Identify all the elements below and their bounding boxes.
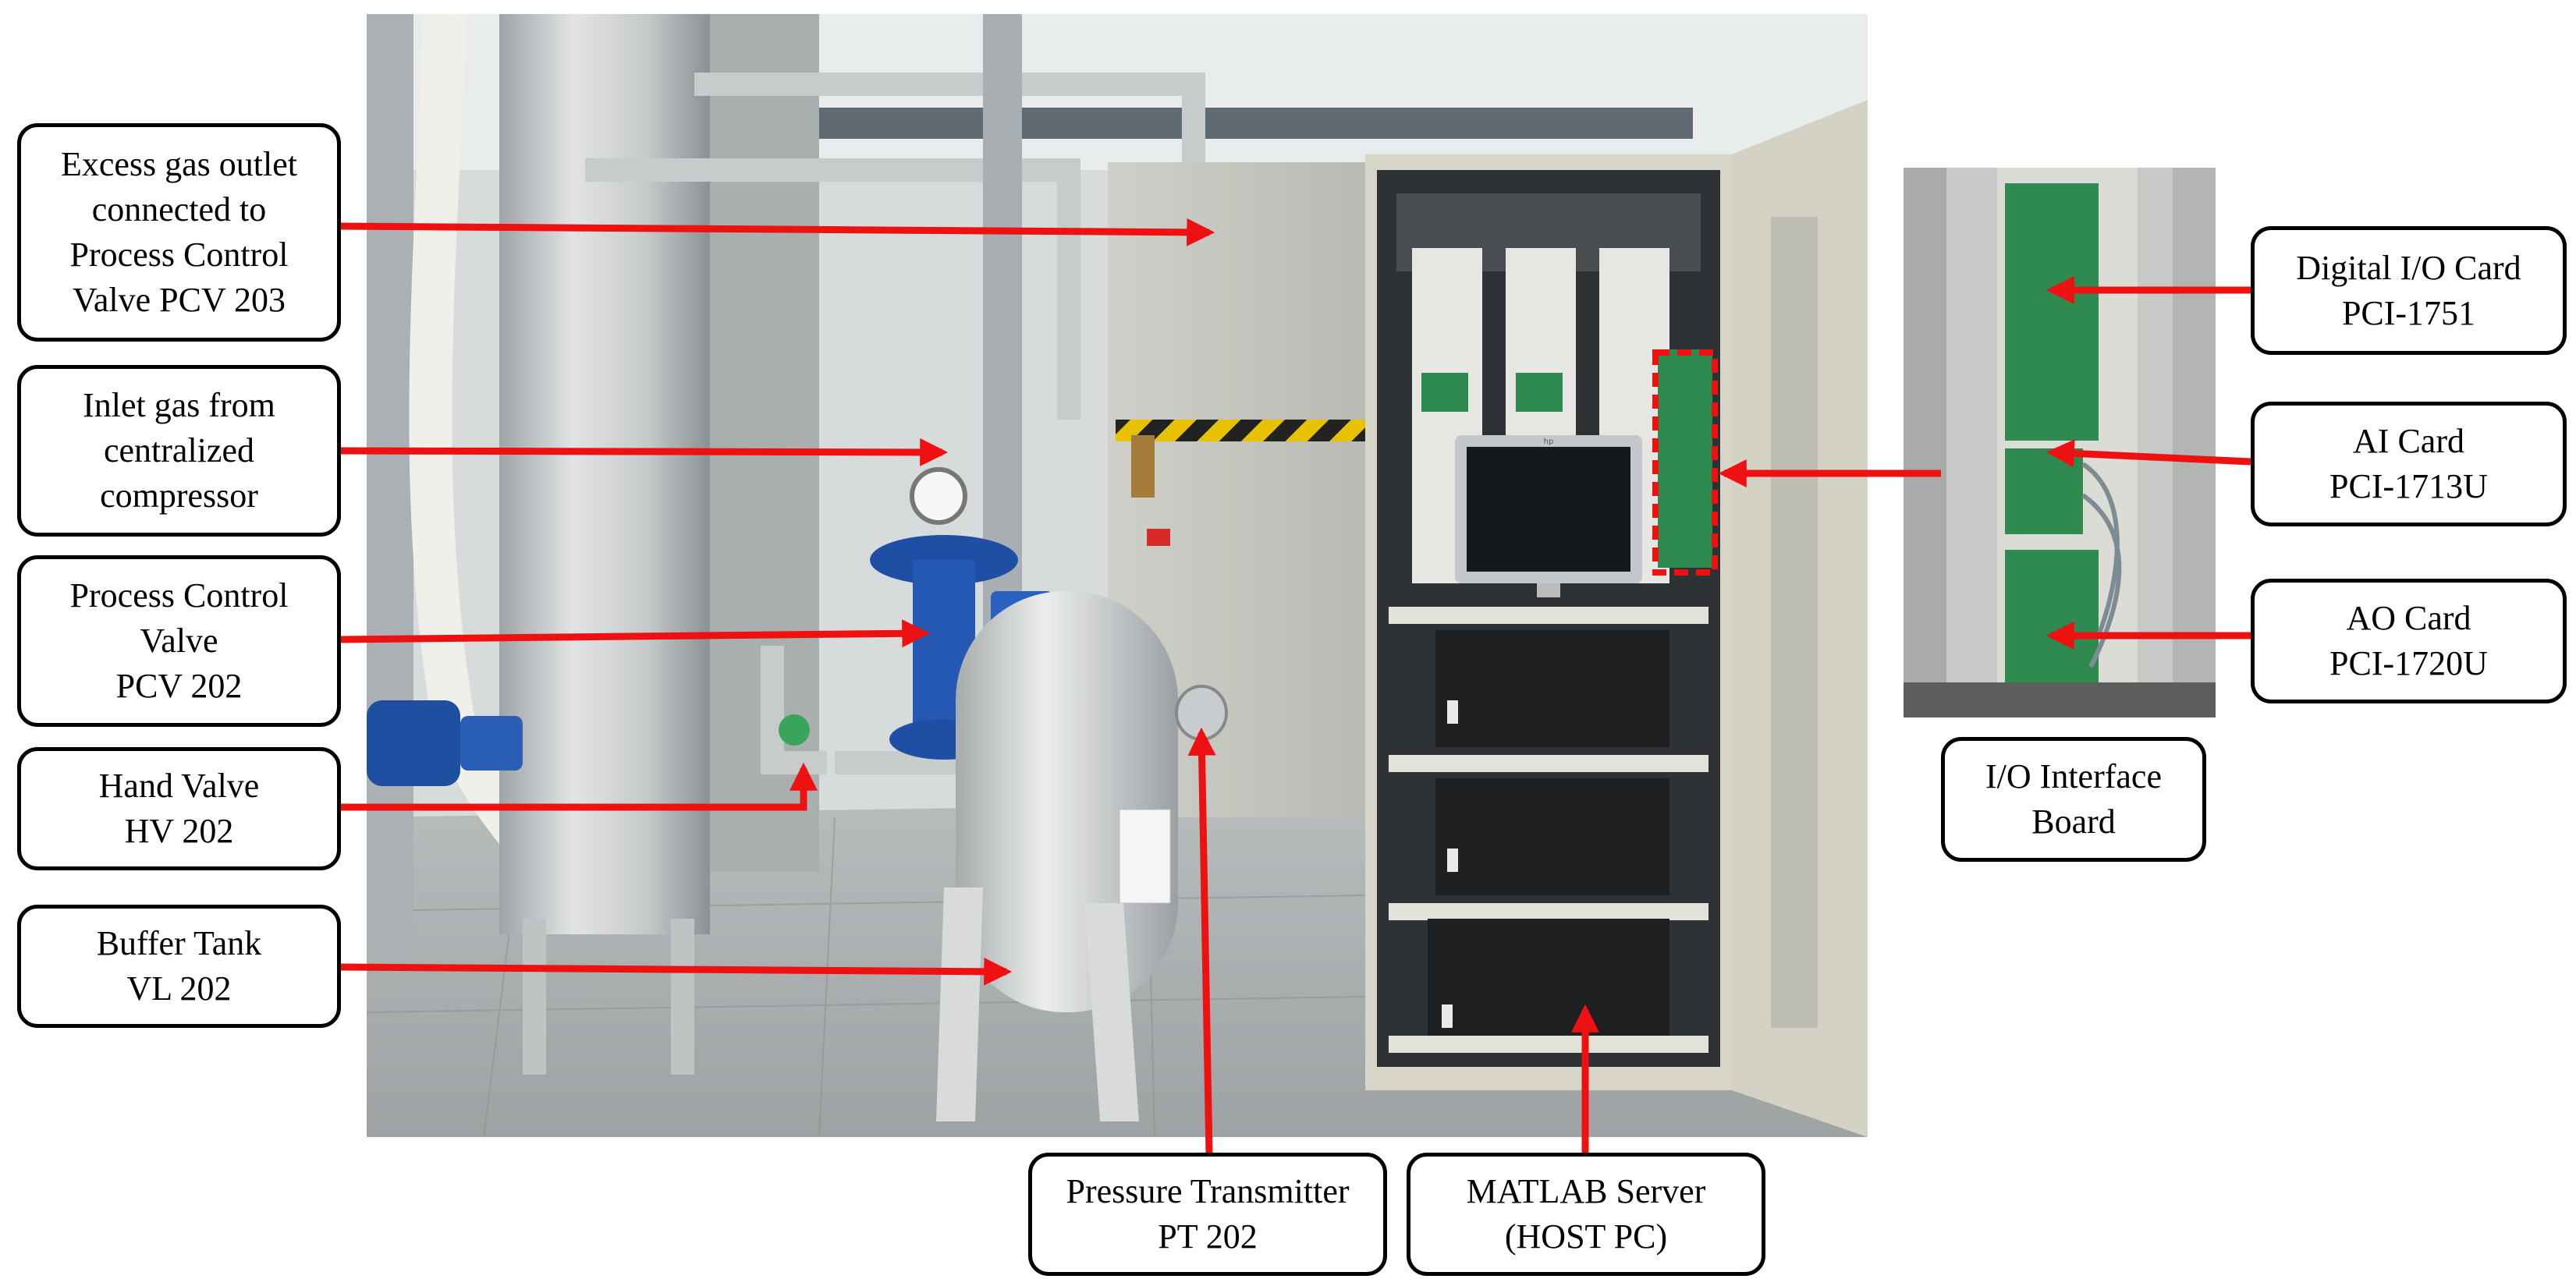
- label-excess-gas-outlet: Excess gas outlet connected to Process C…: [17, 123, 341, 342]
- label-io-interface-board: I/O Interface Board: [1941, 737, 2206, 862]
- label-hv202: Hand Valve HV 202: [17, 747, 341, 870]
- label-digital-io-card: Digital I/O Card PCI-1751: [2251, 226, 2567, 355]
- label-pressure-transmitter: Pressure Transmitter PT 202: [1028, 1153, 1387, 1276]
- arrow-ai-card: [2046, 439, 2251, 468]
- label-matlab-server: MATLAB Server (HOST PC): [1407, 1153, 1765, 1276]
- arrow-pressure-transmitter: [1187, 727, 1216, 1155]
- label-buffer-tank: Buffer Tank VL 202: [17, 905, 341, 1028]
- label-pcv202: Process Control Valve PCV 202: [17, 555, 341, 727]
- arrow-hv202: [339, 762, 818, 811]
- monitor-brand-text: hp: [1544, 438, 1554, 446]
- arrow-pcv202: [339, 619, 931, 648]
- arrow-excess-gas: [339, 218, 1215, 246]
- plant-photo: hp: [367, 14, 1868, 1137]
- arrow-inlet-gas: [339, 438, 949, 466]
- label-ai-card: AI Card PCI-1713U: [2251, 402, 2567, 526]
- arrow-buffer-tank: [339, 957, 1013, 986]
- label-ao-card: AO Card PCI-1720U: [2251, 579, 2567, 703]
- label-inlet-gas: Inlet gas from centralized compressor: [17, 365, 341, 537]
